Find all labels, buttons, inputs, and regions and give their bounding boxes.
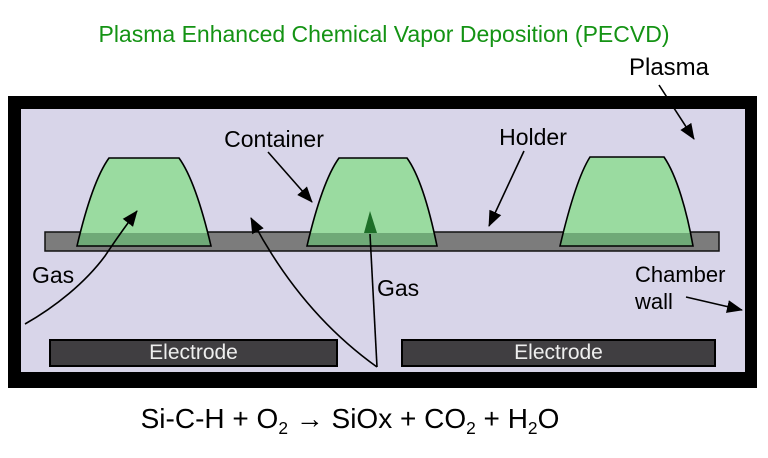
container-1-outline <box>75 157 213 247</box>
electrode-right-label: Electrode <box>514 341 603 364</box>
container-1 <box>77 158 211 246</box>
plasma-arrow <box>658 84 695 140</box>
electrode-right-rect <box>401 339 716 367</box>
electrode-left-label: Electrode <box>149 341 238 364</box>
container-3-outline <box>558 156 694 247</box>
gas-up-green-arrowhead <box>364 211 377 233</box>
chamber-wall-label: Chamber wall <box>635 261 745 315</box>
container-2 <box>307 158 437 246</box>
chamber-wall-line1: Chamber <box>635 262 726 287</box>
gas-left-arrow <box>24 210 138 325</box>
electrode-left-rect <box>49 339 338 367</box>
gas-center-label: Gas <box>377 275 420 301</box>
equation-segment: Si-C-H + O <box>140 403 279 434</box>
holder-label: Holder <box>499 124 567 150</box>
equation-segment: + H <box>475 403 528 434</box>
gas-left-label: Gas <box>32 262 75 288</box>
equation-subscript: 2 <box>278 418 288 438</box>
container-2-holder-overlap <box>307 233 437 246</box>
plasma-label: Plasma <box>628 54 710 81</box>
container-1-holder-overlap <box>77 233 211 246</box>
container-arrow <box>267 151 313 203</box>
container-label: Container <box>224 126 324 152</box>
diagram-title: Plasma Enhanced Chemical Vapor Depositio… <box>98 21 670 47</box>
container-3 <box>560 157 693 246</box>
container-3-holder-overlap <box>560 233 693 246</box>
gas-center-curve-arrow <box>250 217 378 368</box>
container-2-outline <box>305 157 438 247</box>
chamber-wall-arrow <box>685 296 743 313</box>
equation-subscript: 2 <box>466 418 476 438</box>
equation-segment: → SiOx + CO <box>287 403 467 434</box>
chemical-equation: Si-C-H + O2 → SiOx + CO2 + H2O <box>0 403 700 438</box>
gas-center-shaft <box>369 233 378 368</box>
equation-subscript: 2 <box>527 418 538 438</box>
chamber-wall-line2: wall <box>635 289 673 314</box>
holder-arrow <box>488 150 525 227</box>
equation-segment: O <box>537 403 560 434</box>
